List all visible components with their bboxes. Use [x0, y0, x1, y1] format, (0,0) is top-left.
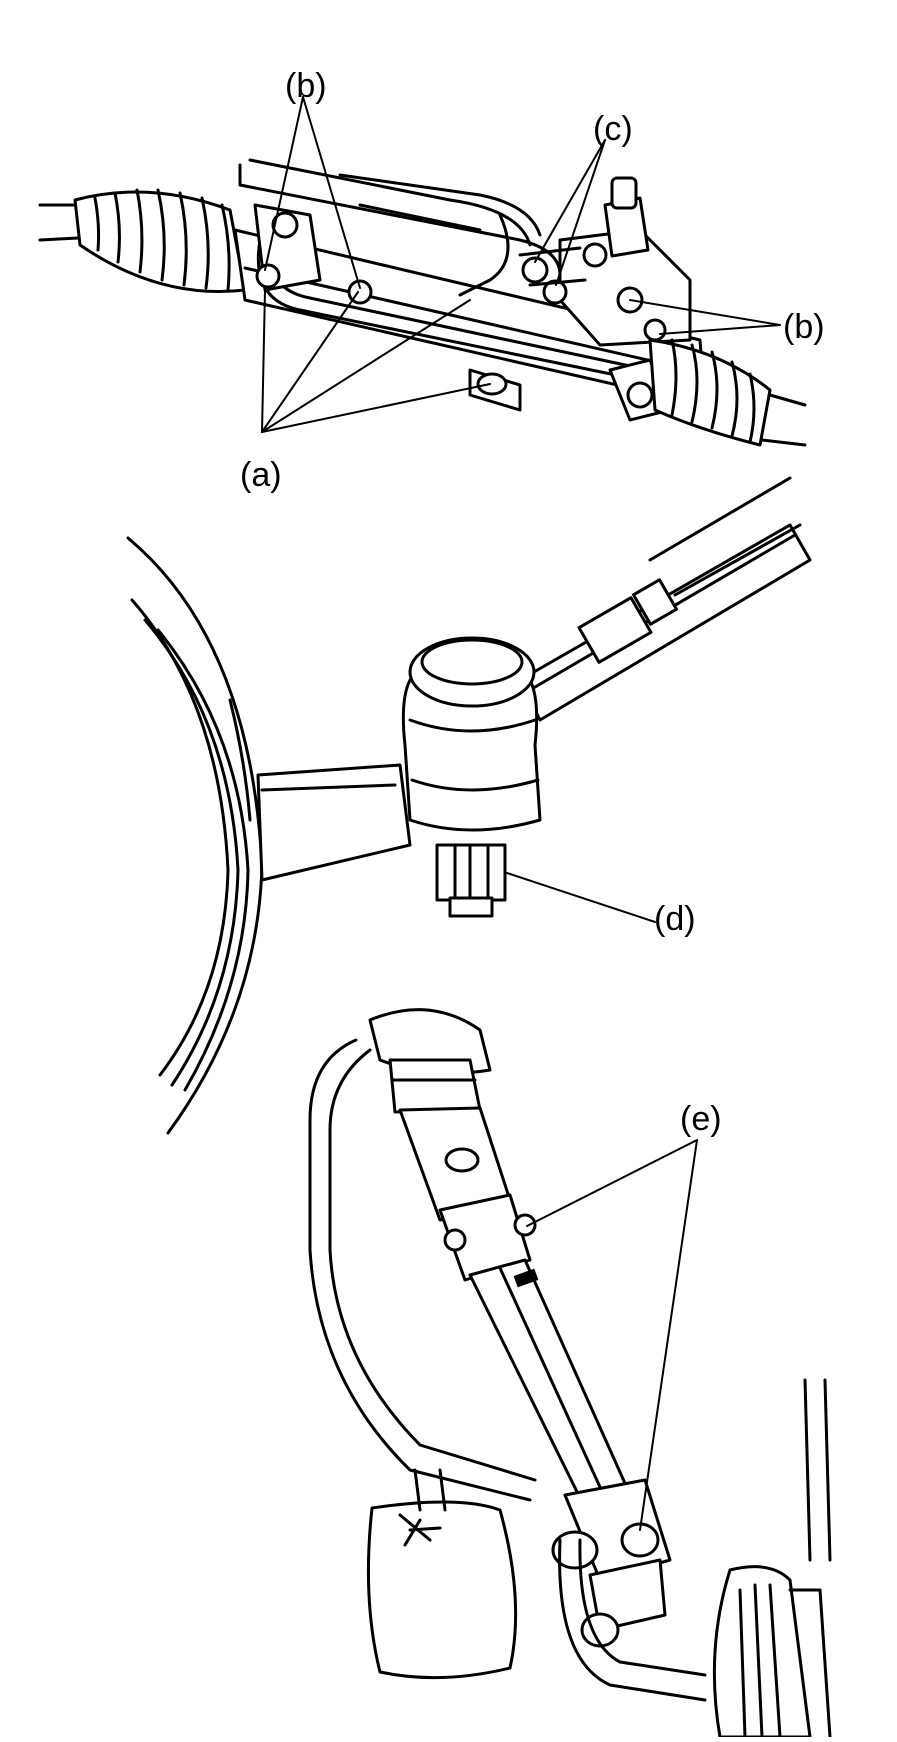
- gear-valve-housing: [518, 176, 692, 347]
- callout-d: (d): [654, 900, 696, 938]
- callout-e: (e): [680, 1100, 722, 1138]
- steering-shaft-assembly: [308, 1008, 832, 1739]
- rack-leader-lines: [261, 96, 781, 433]
- ball-joint-housing: [401, 636, 542, 918]
- rack-housing: [233, 158, 707, 412]
- leader-e-upper: [526, 1139, 698, 1227]
- column-boot: [368, 1008, 492, 1114]
- intermediate-shaft: [468, 1258, 630, 1510]
- tie-rod-end-assembly: [126, 476, 812, 1135]
- lower-universal-joint: [551, 1478, 672, 1648]
- callout-c: (c): [593, 110, 633, 148]
- left-mount-clamp: [253, 203, 373, 305]
- steering-rack-assembly: [38, 96, 807, 447]
- callout-b-top: (b): [285, 67, 327, 105]
- leader-e-lower: [639, 1139, 698, 1531]
- tie-rod-shaft: [518, 476, 812, 722]
- body-panel: [308, 1038, 707, 1702]
- accelerator-pedal: [712, 1378, 832, 1739]
- steering-knuckle-arm: [256, 763, 412, 882]
- upper-universal-joint: [398, 1106, 537, 1282]
- wheel-rim: [126, 536, 264, 1135]
- callout-b-right: (b): [783, 308, 825, 346]
- leader-d: [506, 872, 656, 923]
- right-rack-boot: [648, 338, 807, 447]
- callout-a: (a): [240, 456, 282, 494]
- left-rack-boot: [73, 188, 247, 294]
- brake-pedal: [366, 1468, 518, 1680]
